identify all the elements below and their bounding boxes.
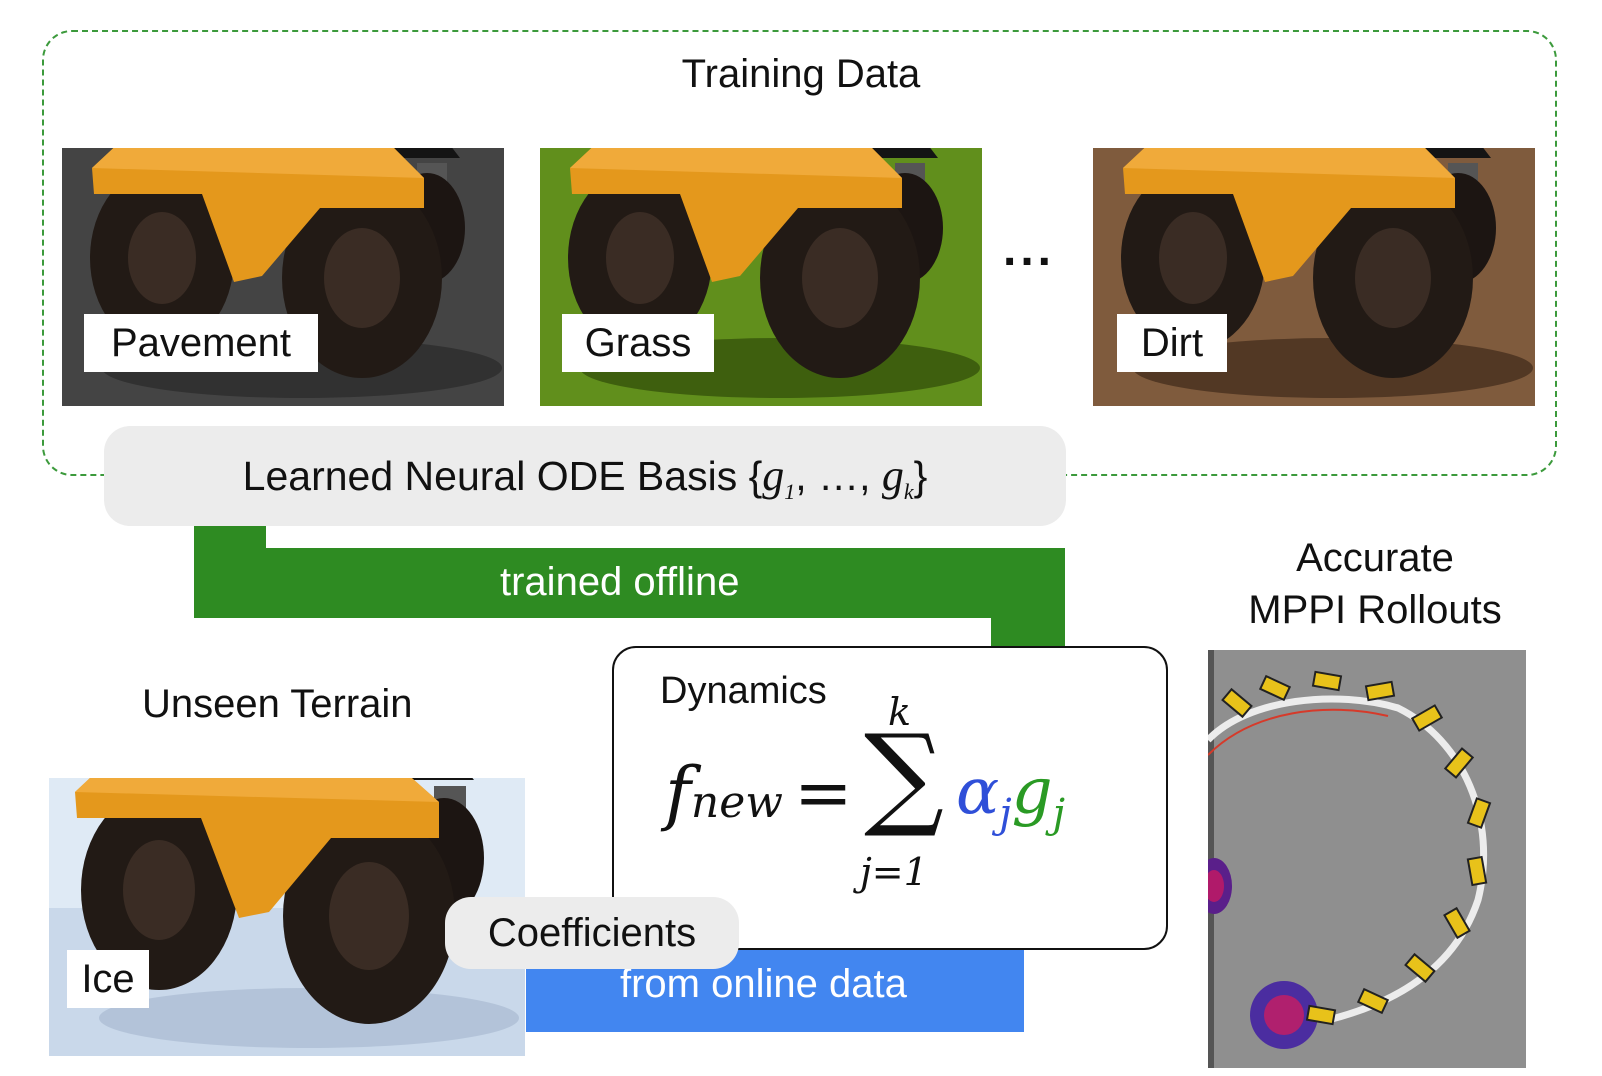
mppi-title-line2: MPPI Rollouts [1248,588,1502,632]
basis-sub-k: k [903,479,914,505]
basis-suffix: } [913,453,928,499]
g-symbol: g [1011,755,1053,829]
robot-dirt-illustration [1093,148,1535,406]
sum-lower-limit: j=1 [860,850,928,894]
alpha-index: j [999,791,1012,837]
mppi-title-line1: Accurate [1296,536,1454,580]
f-new-symbol: fnew [665,752,783,834]
pavement-image: Pavement [62,148,504,406]
sum-upper-limit: k [888,690,912,734]
grass-image: Grass [540,148,982,406]
robot-grass-illustration [540,148,982,406]
mppi-rollouts-image [1208,650,1526,1068]
from-online-data-label: from online data [620,962,907,1006]
unseen-terrain-title: Unseen Terrain [142,682,413,726]
mppi-title: Accurate MPPI Rollouts [1180,532,1570,636]
g-index: j [1052,791,1065,837]
basis-middle: , …, [795,453,882,499]
dirt-image: Dirt [1093,148,1535,406]
dirt-label: Dirt [1117,314,1227,372]
trained-offline-arrow [194,526,1087,760]
summation-sign: ∑ [864,711,944,841]
pavement-label: Pavement [84,314,318,372]
neural-ode-basis-text: Learned Neural ODE Basis {g1, …, gk} [104,426,1066,526]
training-data-title: Training Data [681,52,921,96]
coefficients-pill [445,897,739,969]
f-new-subscript: new [690,777,783,828]
trained-offline-label: trained offline [500,560,740,604]
basis-sub-1: 1 [784,479,796,505]
ice-label: Ice [67,950,149,1008]
equals-sign: = [794,752,853,834]
mppi-trajectory-illustration [1208,650,1526,1068]
dynamics-title: Dynamics [660,670,827,712]
basis-gk: g [881,451,904,500]
alpha-g-term: αjgj [956,755,1065,837]
coefficients-label: Coefficients [487,911,697,955]
basis-g1: g [762,451,785,500]
basis-prefix: Learned Neural ODE Basis { [242,453,763,499]
neural-ode-basis-pill [104,426,1066,526]
grass-label: Grass [562,314,714,372]
more-terrains-ellipsis: ... [1003,223,1056,276]
alpha-symbol: α [956,755,1000,829]
